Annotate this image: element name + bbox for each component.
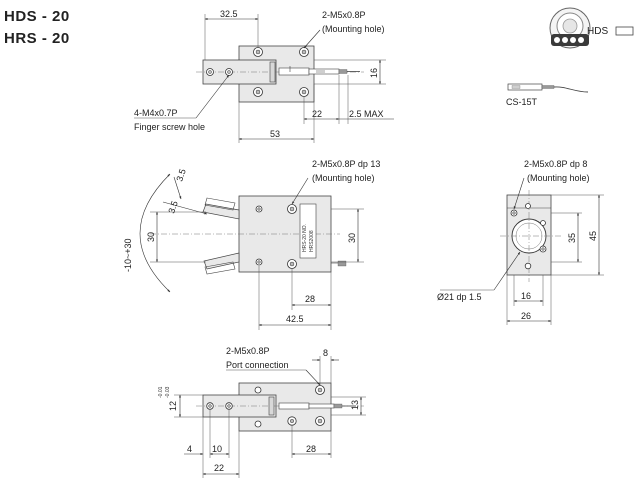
side-port-note: Port connection [226,360,289,370]
side-dim-22: 22 [214,463,224,473]
top-dim-22: 22 [312,109,322,119]
top-finger-label: 4-M4x0.7P [134,108,178,118]
legend-hds-label: HDS [587,26,608,37]
open-view: HRS-20 NO. HRS2008 2-M5x0.8P dp 13 (Moun… [123,159,380,330]
svg-text:HRS2008: HRS2008 [309,230,315,252]
side-dim-12: 12 [168,401,178,411]
legend-hds-swatch [615,26,634,36]
open-mount-label: 2-M5x0.8P dp 13 [312,159,380,169]
sensor-cs15t-drawing [507,83,589,93]
top-dim-32-5: 32.5 [220,9,238,19]
side-dim-8: 8 [323,348,328,358]
open-dim-3-5b: 3.5 [166,200,179,215]
side-tol-lower: -0.03 [165,386,171,398]
model-title-hds: HDS - 20 [4,8,70,25]
side-dim-13: 13 [350,400,360,410]
top-view: 32.5 2-M5x0.8P (Mounting hole) 16 4-M4x0… [134,9,394,143]
end-bore-label: Ø21 dp 1.5 [437,292,482,302]
open-dim-42-5: 42.5 [286,314,304,324]
top-dim-2-5max: 2.5 MAX [349,109,384,119]
side-tol-upper: -0.01 [158,386,164,398]
end-dim-26: 26 [521,311,531,321]
open-dim-3-5a: 3.5 [174,168,187,183]
side-dim-4: 4 [187,444,192,454]
top-dim-53: 53 [270,129,280,139]
open-dim-28: 28 [305,294,315,304]
open-mount-note: (Mounting hole) [312,173,375,183]
open-dim-30-right: 30 [347,233,357,243]
end-dim-45: 45 [588,231,598,241]
open-dim-angle: -10~+30 [123,238,133,272]
side-view: 2-M5x0.8P Port connection 8 12 -0.01 -0.… [158,346,366,478]
top-dim-16: 16 [369,68,379,78]
open-dim-30-left: 30 [146,232,156,242]
side-port-label: 2-M5x0.8P [226,346,270,356]
svg-text:HRS-20 NO.: HRS-20 NO. [302,224,308,252]
end-view: 2-M5x0.8P dp 8 (Mounting hole) 35 45 Ø21… [437,159,604,325]
top-mount-note: (Mounting hole) [322,24,385,34]
top-mount-label: 2-M5x0.8P [322,10,366,20]
end-dim-16: 16 [521,291,531,301]
model-title-hrs: HRS - 20 [4,30,70,47]
top-finger-note: Finger screw hole [134,122,205,132]
end-dim-35: 35 [567,233,577,243]
title-block: HDS - 20 HRS - 20 [4,6,70,50]
end-mount-note: (Mounting hole) [527,173,590,183]
sensor-label: CS-15T [506,97,538,107]
side-dim-28: 28 [306,444,316,454]
end-mount-label: 2-M5x0.8P dp 8 [524,159,587,169]
side-dim-10: 10 [212,444,222,454]
brand-logo [549,7,591,49]
